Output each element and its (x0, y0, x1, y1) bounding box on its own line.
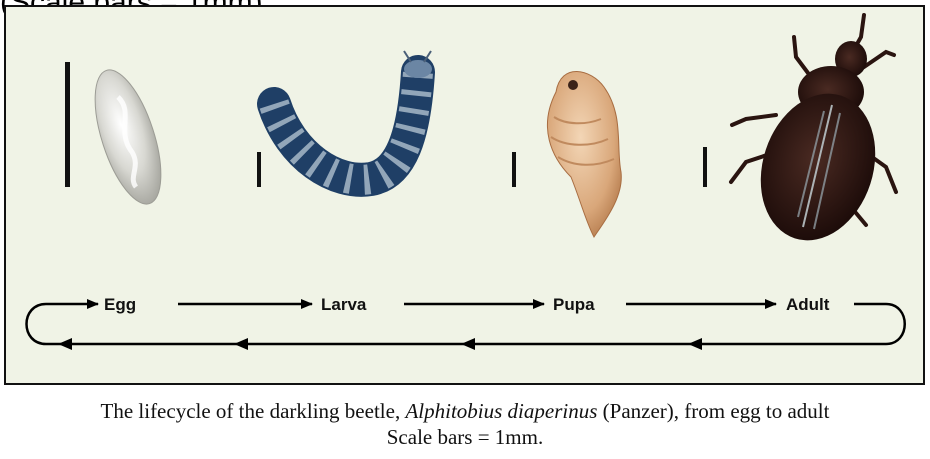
return-curve-left (27, 304, 47, 344)
larva-illustration (274, 51, 432, 180)
stage-label-adult: Adult (786, 295, 830, 314)
caption-line-1: The lifecycle of the darkling beetle, Al… (0, 398, 930, 424)
lifecycle-figure: Egg Larva Pupa Adult (4, 5, 925, 385)
return-arrow-line (46, 338, 886, 350)
adult-beetle-illustration (731, 15, 896, 255)
species-name: Alphitobius diaperinus (405, 399, 597, 423)
scale-bar-larva (257, 152, 261, 187)
caption-text-after: (Panzer), from egg to adult (597, 399, 829, 423)
scale-bar-egg (65, 62, 70, 187)
caption-text-before: The lifecycle of the darkling beetle, (101, 399, 406, 423)
pupa-illustration (547, 71, 621, 237)
caption-line-2: Scale bars = 1mm. (0, 424, 930, 450)
stage-label-egg: Egg (104, 295, 136, 314)
lifecycle-diagram: Egg Larva Pupa Adult (6, 7, 927, 387)
stage-label-larva: Larva (321, 295, 367, 314)
scale-bar-pupa (512, 152, 516, 187)
figure-caption: The lifecycle of the darkling beetle, Al… (0, 398, 930, 450)
egg-illustration (82, 62, 175, 211)
return-curve-right (886, 304, 905, 344)
scale-bar-adult (703, 147, 707, 187)
stage-label-pupa: Pupa (553, 295, 595, 314)
